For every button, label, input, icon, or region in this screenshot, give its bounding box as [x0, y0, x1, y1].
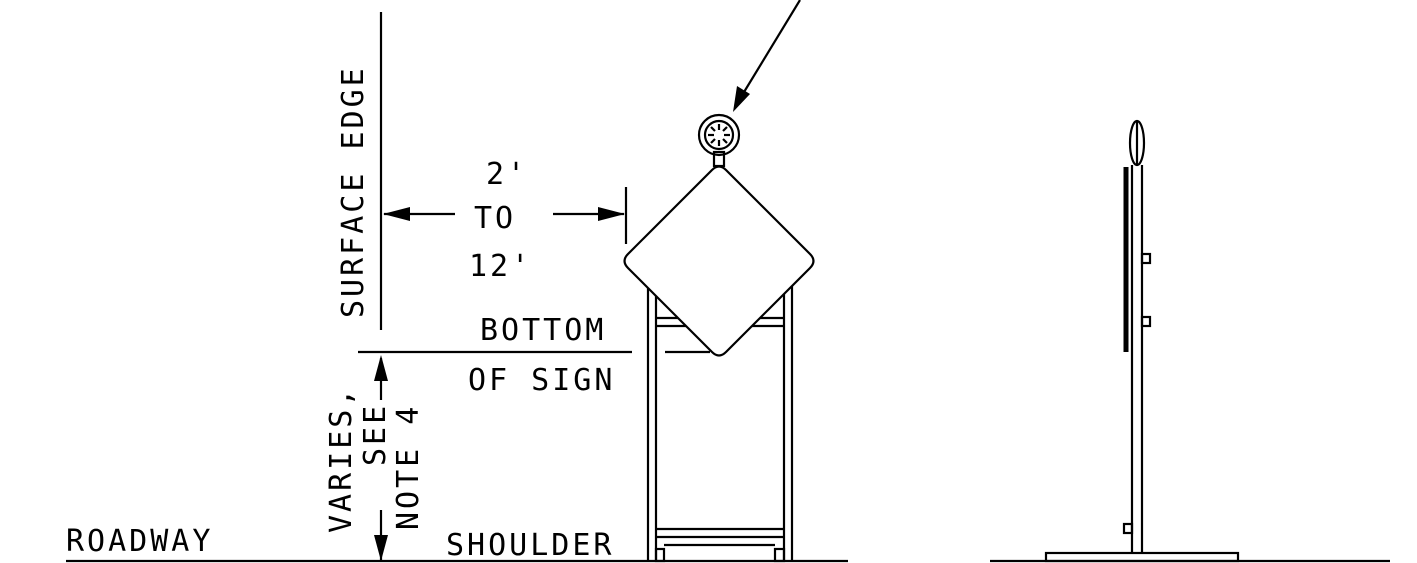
bottom-of-sign-label-2: OF SIGN — [468, 363, 615, 398]
leader-arrowhead — [733, 86, 750, 112]
note-label: NOTE 4 — [391, 404, 426, 530]
offset-dimension — [383, 187, 628, 244]
shoulder-label: SHOULDER — [446, 528, 615, 563]
offset-label-bottom: 12' — [469, 249, 532, 284]
offset-label-mid: TO — [474, 201, 516, 236]
roadway-label: ROADWAY — [66, 524, 213, 559]
leader-line — [740, 0, 801, 98]
surface-edge-label: SURFACE EDGE — [336, 65, 371, 318]
sign-stand-side — [1044, 119, 1240, 563]
diamond-sign — [623, 165, 815, 357]
warning-light-icon — [697, 113, 741, 168]
see-label: SEE — [358, 403, 393, 466]
height-dimension — [374, 355, 388, 561]
offset-label-top: 2' — [486, 157, 528, 192]
bottom-of-sign-label-1: BOTTOM — [480, 313, 606, 348]
varies-label: VARIES, — [324, 386, 359, 533]
